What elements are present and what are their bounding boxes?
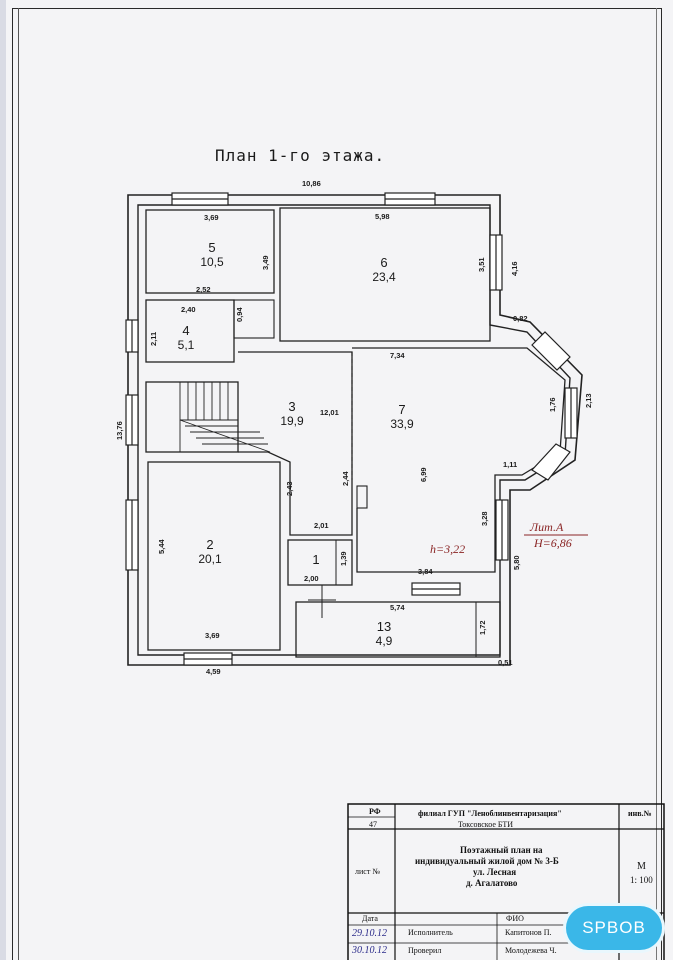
stamp-date-label: Дата bbox=[362, 914, 378, 923]
stamp-rf: РФ bbox=[369, 807, 381, 816]
dim-top-total: 10,86 bbox=[302, 179, 321, 188]
stamp-rf-number: 47 bbox=[369, 820, 377, 829]
dim-r4-side: 0,94 bbox=[235, 307, 244, 322]
room-3-area: 19,9 bbox=[280, 414, 304, 428]
lit-label: Лит.А bbox=[530, 520, 564, 534]
stamp-desc-line1: Поэтажный план на bbox=[460, 845, 543, 855]
dim-r13-width: 5,74 bbox=[390, 603, 405, 612]
room-2-area: 20,1 bbox=[198, 552, 222, 566]
room-2-outline bbox=[147, 461, 281, 651]
room-4-number: 4 bbox=[182, 323, 190, 338]
plan-title: План 1-го этажа. bbox=[215, 146, 386, 165]
room-1-outline bbox=[287, 539, 353, 586]
room-7-outline bbox=[352, 347, 566, 573]
dim-r3-244: 2,44 bbox=[341, 471, 350, 486]
stamp-fio-label: ФИО bbox=[506, 914, 524, 923]
dim-r4-width: 2,40 bbox=[181, 305, 196, 314]
room-5-area: 10,5 bbox=[200, 255, 224, 269]
stamp-person-checker: Молодежева Ч. bbox=[505, 946, 557, 955]
room-3-pillar bbox=[356, 485, 368, 509]
dim-bay-176: 1,76 bbox=[548, 397, 557, 412]
drawing-frame bbox=[12, 8, 662, 960]
windows bbox=[125, 192, 578, 666]
dim-r2-height: 5,44 bbox=[157, 539, 166, 554]
dim-r7-top: 7,34 bbox=[390, 351, 405, 360]
stamp-inv-label: инв.№ bbox=[628, 809, 652, 818]
lit-underline bbox=[524, 534, 588, 536]
room-1-number: 1 bbox=[312, 552, 320, 567]
stamp-sheet-label: лист № bbox=[355, 867, 380, 876]
dim-r3-12: 12,01 bbox=[320, 408, 339, 417]
room-3-number: 3 bbox=[288, 399, 296, 414]
outer-wall-inner bbox=[137, 204, 571, 656]
room-height-label: h=3,22 bbox=[430, 542, 466, 556]
frame-line-right bbox=[656, 8, 657, 960]
stamp-person-executor: Капитонов П. bbox=[505, 928, 552, 937]
lit-height: H=6,86 bbox=[534, 536, 572, 550]
stamp-org-line1: филиал ГУП "Леноблинвентаризация" bbox=[418, 809, 562, 818]
dim-r3-243: 2,43 bbox=[285, 481, 294, 496]
room-2-number: 2 bbox=[206, 537, 214, 552]
room-4-area: 5,1 bbox=[177, 338, 195, 352]
room-5-number: 5 bbox=[208, 240, 216, 255]
dim-r7-328: 3,28 bbox=[480, 511, 489, 526]
stamp-date2: 30.10.12 bbox=[352, 945, 387, 956]
dim-bay-213: 2,13 bbox=[584, 393, 593, 408]
dim-r6-width: 5,98 bbox=[375, 212, 390, 221]
dim-left-total: 13,76 bbox=[115, 421, 124, 440]
dim-r7-580: 5,80 bbox=[512, 555, 521, 570]
room-5-outline bbox=[145, 209, 275, 294]
dim-r6-ext: 4,16 bbox=[510, 261, 519, 276]
dim-r1-200: 2,00 bbox=[304, 574, 319, 583]
stair-block bbox=[145, 381, 239, 453]
dim-r7-bottom: 3,84 bbox=[418, 567, 433, 576]
stamp-role-executor: Исполнитель bbox=[408, 928, 453, 937]
frame-line-left bbox=[18, 8, 19, 960]
stair-steps bbox=[179, 382, 271, 453]
room-13-number: 13 bbox=[376, 619, 392, 634]
room-4-corridor bbox=[233, 299, 275, 339]
stamp-desc-line2: индивидуальный жилой дом № 3-Б bbox=[415, 856, 559, 866]
room-6-area: 23,4 bbox=[372, 270, 396, 284]
stamp-desc-line3: ул. Лесная bbox=[473, 867, 517, 877]
stamp-role-checker: Проверил bbox=[408, 946, 442, 955]
dim-r5-width: 3,69 bbox=[204, 213, 219, 222]
stamp-desc-line4: д. Агалатово bbox=[466, 878, 518, 888]
page-margin bbox=[0, 0, 6, 960]
dim-r6-height: 3,51 bbox=[477, 257, 486, 272]
dim-r4-height: 2,11 bbox=[149, 331, 158, 346]
room-7-area: 33,9 bbox=[390, 417, 414, 431]
dim-r1-139: 1,39 bbox=[339, 551, 348, 566]
dim-corner: 0,51 bbox=[498, 658, 513, 667]
dim-bottom: 4,59 bbox=[206, 667, 221, 676]
stamp-org-line2: Токсовское БТИ bbox=[458, 820, 514, 829]
stamp-date1: 29.10.12 bbox=[352, 928, 387, 939]
spbob-logo: SPBOB bbox=[566, 906, 662, 950]
dim-r3-201: 2,01 bbox=[314, 521, 329, 530]
dim-offset: 0,82 bbox=[513, 314, 528, 323]
stamp-scale-value: 1: 100 bbox=[630, 875, 653, 885]
room-7-number: 7 bbox=[398, 402, 406, 417]
room-13-area: 4,9 bbox=[375, 634, 393, 648]
room-13-outline bbox=[295, 601, 501, 658]
dim-r5-bottom: 2,52 bbox=[196, 285, 211, 294]
dim-r5-height: 3,49 bbox=[261, 255, 270, 270]
dim-r13-height: 1,72 bbox=[478, 620, 487, 635]
dim-r2-width: 3,69 bbox=[205, 631, 220, 640]
room-6-number: 6 bbox=[380, 255, 388, 270]
dim-bay-111: 1,11 bbox=[503, 460, 518, 469]
room-3-outline bbox=[238, 351, 353, 536]
dim-r7-height: 6,99 bbox=[419, 467, 428, 482]
stamp-scale-label: М bbox=[637, 861, 646, 872]
